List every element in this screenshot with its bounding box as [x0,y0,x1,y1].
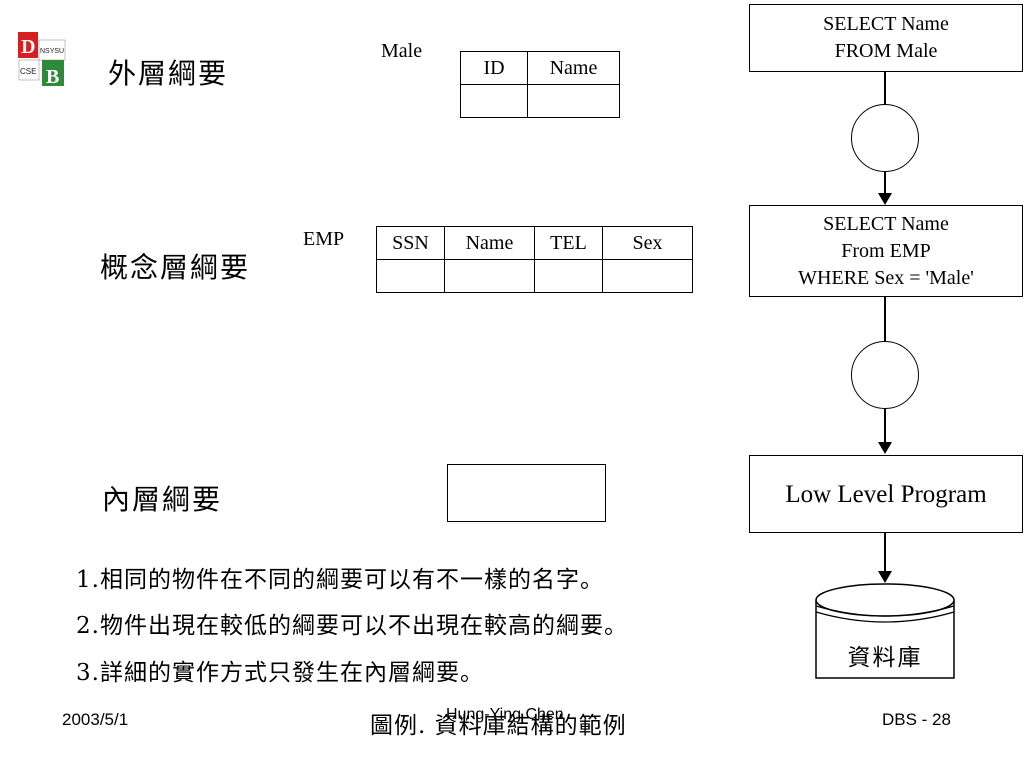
table-empty-row [460,84,620,118]
column-header-ssn: SSN [376,226,445,260]
query-box-select-emp: SELECT Name From EMP WHERE Sex = 'Male' [749,205,1023,297]
table-empty-row [376,259,693,293]
column-header-tel: TEL [534,226,603,260]
column-header-name: Name [444,226,535,260]
nsysu-cse-db-logo: D NSYSU CSE B [18,32,66,88]
mapping-circle [851,341,919,409]
column-header-sex: Sex [602,226,693,260]
low-level-program-box: Low Level Program [749,455,1023,533]
male-table: ID Name [460,51,620,118]
male-table-name: Male [381,40,423,62]
svg-text:D: D [21,36,35,58]
table-cell [534,259,603,293]
database-cylinder-icon [814,582,956,686]
query-line: SELECT Name [823,212,949,235]
internal-schema-label: 內層綱要 [102,483,223,516]
emp-table-name: EMP [303,228,345,250]
table-header-row: ID Name [460,51,620,85]
footer-author: Hung-Ying Chen [446,706,564,723]
table-header-row: SSN Name TEL Sex [376,226,693,260]
program-label: Low Level Program [785,480,987,508]
page-number: DBS - 28 [882,710,951,729]
table-cell [444,259,535,293]
arrow-down-icon [878,442,892,454]
figure-caption: 圖例. 資料庫結構的範例 [370,713,627,739]
table-cell [527,84,620,118]
conceptual-schema-label: 概念層綱要 [100,251,251,284]
query-box-select-male: SELECT Name FROM Male [749,4,1023,72]
column-header-id: ID [460,51,528,85]
database-label: 資料庫 [847,645,923,671]
column-header-name: Name [527,51,620,85]
svg-text:B: B [46,66,59,88]
query-line: WHERE Sex = 'Male' [798,266,974,289]
emp-table: SSN Name TEL Sex [376,226,693,293]
query-line: SELECT Name [823,13,949,35]
table-cell [602,259,693,293]
footer-date: 2003/5/1 [62,710,129,729]
arrow-down-icon [878,571,892,583]
note-3: 3.詳細的實作方式只發生在內層綱要。 [76,660,484,686]
connector-line [884,408,886,443]
connector-line [884,71,886,105]
external-schema-label: 外層綱要 [108,57,229,90]
query-line: FROM Male [834,40,938,62]
connector-line [884,532,886,572]
note-1: 1.相同的物件在不同的綱要可以有不一樣的名字。 [76,567,604,593]
svg-text:CSE: CSE [20,67,36,76]
connector-line [884,171,886,194]
note-2: 2.物件出現在較低的綱要可以不出現在較高的綱要。 [76,613,628,639]
internal-storage-box [447,464,606,522]
table-cell [376,259,445,293]
connector-line [884,296,886,342]
query-line: From EMP [841,239,931,262]
svg-text:NSYSU: NSYSU [40,48,64,55]
arrow-down-icon [878,193,892,205]
mapping-circle [851,104,919,172]
table-cell [460,84,528,118]
